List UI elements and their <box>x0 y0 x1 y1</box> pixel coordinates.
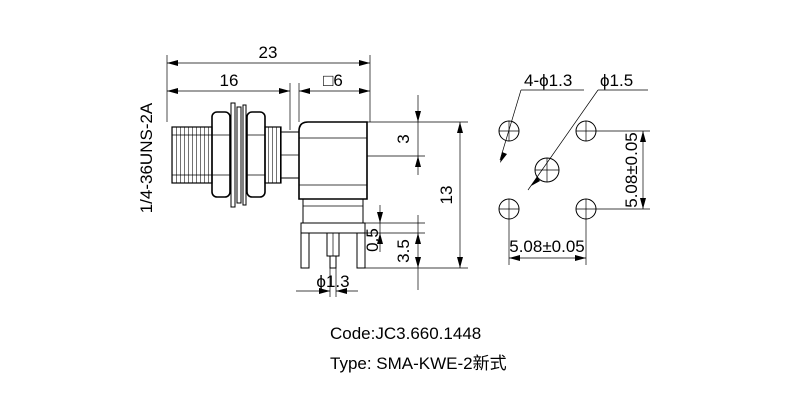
base-block <box>302 198 364 224</box>
body-housing <box>298 121 368 200</box>
center-pin-tip <box>329 255 337 269</box>
hex-nut-rear <box>246 111 266 198</box>
washer-3 <box>242 104 247 206</box>
dim-pin-offset: 0.5 <box>363 228 382 252</box>
pin-left <box>300 232 310 269</box>
dim-pitch-x: 5.08±0.05 <box>509 237 585 256</box>
side-dimensions: 23 16 □6 1/4-36UNS-2A 3 13 <box>137 43 468 297</box>
dim-pin-length: 3.5 <box>394 239 413 263</box>
dim-hole-center: ϕ1.5 <box>600 71 633 90</box>
dim-offset-top: 3 <box>394 134 413 143</box>
thread-section <box>171 126 213 184</box>
washer-2 <box>236 106 242 204</box>
dim-square: □6 <box>323 71 343 90</box>
footprint-view: 4-ϕ1.3 ϕ1.5 5.08±0.05 5.08±0.05 <box>498 71 650 265</box>
side-view <box>171 102 368 269</box>
dim-overall-height: 13 <box>437 186 456 205</box>
dim-pitch-y: 5.08±0.05 <box>622 132 641 208</box>
dim-overall-length: 23 <box>259 43 278 62</box>
dim-hole-small: 4-ϕ1.3 <box>524 71 572 90</box>
part-code: Code:JC3.660.1448 <box>330 324 482 343</box>
dim-thread-spec: 1/4-36UNS-2A <box>137 102 156 213</box>
rear-thread <box>264 126 282 184</box>
dim-body-length: 16 <box>220 71 239 90</box>
hex-nut-front <box>211 111 231 198</box>
part-type: Type: SMA-KWE-2新式 <box>330 354 507 373</box>
pin-right <box>356 232 366 269</box>
base-lower <box>300 222 366 234</box>
dim-pin-diameter: ϕ1.3 <box>316 272 349 291</box>
washer-1 <box>230 102 236 208</box>
